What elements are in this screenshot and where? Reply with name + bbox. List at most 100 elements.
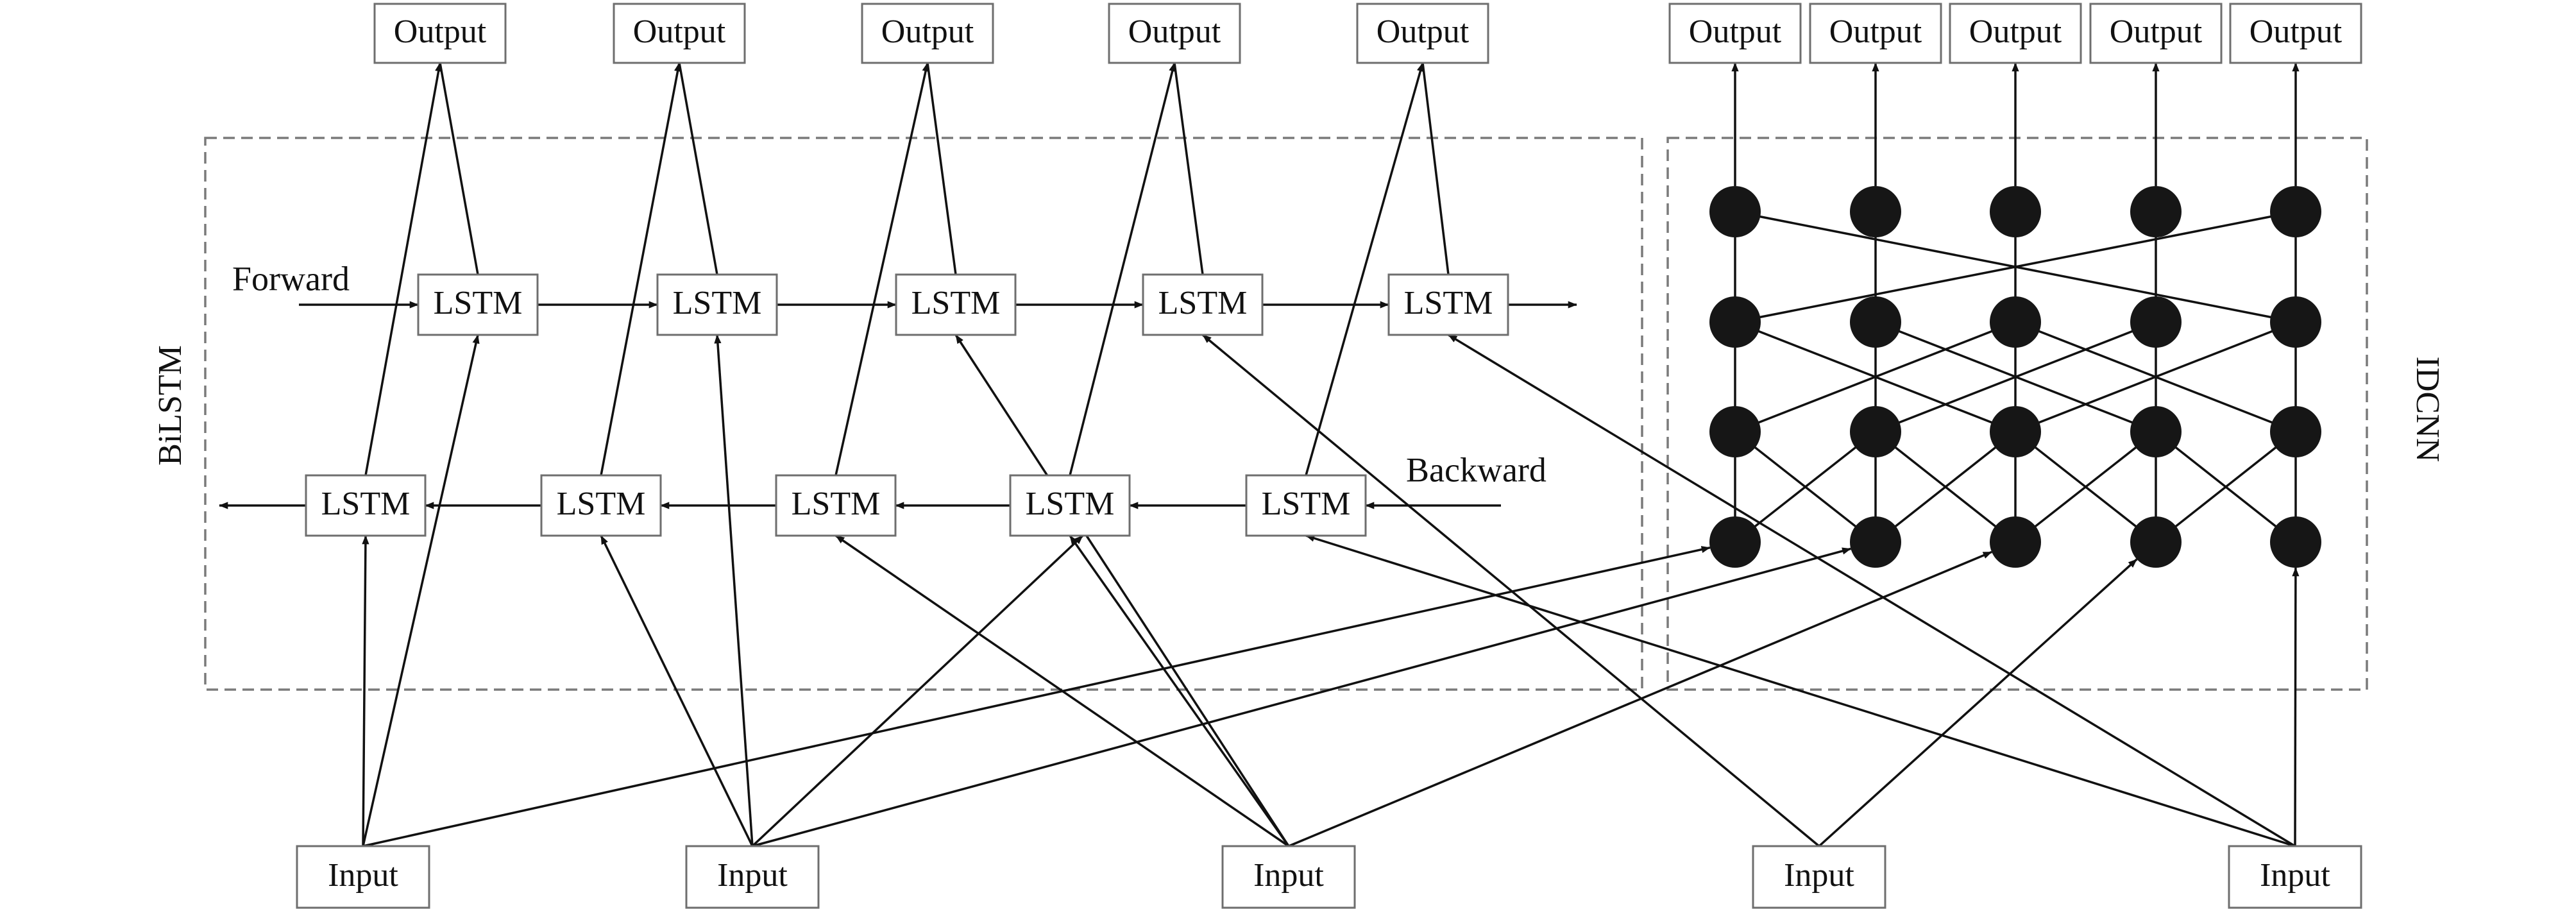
backward-label: Backward <box>1406 450 1546 489</box>
bilstm-output-box: Output <box>1356 3 1489 64</box>
input-box-label: Input <box>1784 857 1854 894</box>
input-to-backward-arrow <box>600 535 754 847</box>
input-to-forward-arrow <box>714 334 754 847</box>
input-box: Input <box>685 845 820 909</box>
forward-lstm-cell: LSTM <box>1142 273 1264 336</box>
input-to-backward-arrow <box>751 534 1084 847</box>
input-to-idcnn-arrow <box>752 547 1852 847</box>
forward-lstm-cell-frame <box>417 273 539 336</box>
idcnn-node <box>1709 296 1761 348</box>
idcnn-node <box>1990 186 2041 237</box>
idcnn-output-box-frame <box>1668 3 1802 64</box>
bilstm-output-box-frame <box>373 3 507 64</box>
idcnn-dilated-edge <box>2015 321 2296 433</box>
input-box: Input <box>1221 845 1356 909</box>
input-box-label: Input <box>328 857 398 894</box>
input-box-label: Input <box>1253 857 1324 894</box>
backward-lstm-cell: LSTM <box>1245 474 1367 537</box>
input-to-idcnn-arrow <box>1818 558 2138 847</box>
idcnn-output-box: Output <box>1949 3 2082 64</box>
idcnn-title: IDCNN <box>2409 357 2446 463</box>
idcnn-output-box-frame <box>1809 3 1942 64</box>
input-to-backward-arrow <box>362 535 369 847</box>
bilstm-output-box-label: Output <box>1128 13 1221 50</box>
input-box-frame <box>685 845 820 909</box>
idcnn-dilated-edge <box>2155 430 2297 543</box>
forward-lstm-cell: LSTM <box>656 273 778 336</box>
idcnn-node <box>2270 186 2321 237</box>
idcnn-output-box-label: Output <box>2250 13 2343 50</box>
idcnn-output-box-label: Output <box>1969 13 2062 50</box>
idcnn-output-box-label: Output <box>1829 13 1922 50</box>
bilstm-output-box-frame <box>1108 3 1241 64</box>
forward-lstm-cell-frame <box>656 273 778 336</box>
backward-lstm-cell: LSTM <box>540 474 662 537</box>
forward-lstm-cell-label: LSTM <box>911 285 1001 321</box>
input-to-forward-arrow <box>362 334 480 847</box>
idcnn-node <box>1850 296 1901 348</box>
idcnn-node <box>2130 186 2182 237</box>
idcnn-output-box: Output <box>2089 3 2223 64</box>
forward-to-output-line <box>678 62 718 275</box>
idcnn-output-box-frame <box>2229 3 2362 64</box>
forward-lstm-cell: LSTM <box>895 273 1017 336</box>
bilstm-title: BiLSTM <box>152 345 189 466</box>
input-to-backward-arrow <box>1305 534 2296 847</box>
idcnn-node <box>2130 516 2182 568</box>
idcnn-dilated-edge <box>1734 210 2296 323</box>
backward-lstm-cell-frame <box>1245 474 1367 537</box>
input-box: Input <box>296 845 430 909</box>
idcnn-node <box>2270 296 2321 348</box>
connections <box>219 62 2300 847</box>
backward-lstm-cell-label: LSTM <box>321 486 411 522</box>
bilstm-output-box: Output <box>613 3 746 64</box>
idcnn-dilated-edge <box>1875 321 2157 433</box>
idcnn-output-box-frame <box>2089 3 2223 64</box>
idcnn-output-box: Output <box>1809 3 1942 64</box>
backward-to-output-arrow <box>364 62 443 476</box>
idcnn-output-box: Output <box>1668 3 1802 64</box>
input-to-idcnn-arrow <box>362 546 1711 847</box>
backward-lstm-cell-frame <box>540 474 662 537</box>
idcnn-output-box: Output <box>2229 3 2362 64</box>
backward-to-output-arrow <box>600 62 682 476</box>
input-to-forward-arrow <box>1448 334 2296 847</box>
forward-lstm-cell-frame <box>1142 273 1264 336</box>
bilstm-output-box-label: Output <box>394 13 487 50</box>
forward-lstm-cell-frame <box>1387 273 1509 336</box>
bilstm-output-box-frame <box>1356 3 1489 64</box>
input-box: Input <box>2228 845 2362 909</box>
bilstm-output-box-label: Output <box>1377 13 1470 50</box>
input-to-forward-arrow <box>954 334 1290 847</box>
forward-to-output-line <box>926 62 957 275</box>
input-to-forward-arrow <box>1201 334 1820 847</box>
idcnn-nodes <box>1709 186 2321 568</box>
idcnn-dilated-edge <box>2014 430 2157 543</box>
bilstm-output-box: Output <box>1108 3 1241 64</box>
idcnn-region <box>1666 137 2368 691</box>
backward-lstm-cell-label: LSTM <box>1262 486 1351 522</box>
input-box-label: Input <box>2260 857 2330 894</box>
forward-lstm-cell-label: LSTM <box>1158 285 1248 321</box>
input-box: Input <box>1752 845 1886 909</box>
idcnn-node <box>1850 186 1901 237</box>
forward-lstm-cell-label: LSTM <box>1404 285 1493 321</box>
backward-lstm-cell-frame <box>1009 474 1131 537</box>
input-to-idcnn-arrow <box>1288 550 1992 847</box>
forward-lstm-cell-frame <box>895 273 1017 336</box>
idcnn-node <box>2130 406 2182 457</box>
idcnn-output-box-label: Output <box>2110 13 2203 50</box>
idcnn-output-box-frame <box>1949 3 2082 64</box>
bilstm-output-box-frame <box>861 3 994 64</box>
backward-lstm-cell-frame <box>305 474 427 537</box>
idcnn-dilated-edge <box>1734 321 2016 433</box>
input-box-frame <box>1752 845 1886 909</box>
input-to-idcnn-arrow <box>2292 567 2300 847</box>
input-to-backward-arrow <box>1069 534 1290 847</box>
idcnn-node <box>1850 516 1901 568</box>
forward-lstm-cell-label: LSTM <box>434 285 523 321</box>
forward-lstm-cell-label: LSTM <box>673 285 762 321</box>
bilstm-output-box: Output <box>373 3 507 64</box>
input-box-frame <box>296 845 430 909</box>
